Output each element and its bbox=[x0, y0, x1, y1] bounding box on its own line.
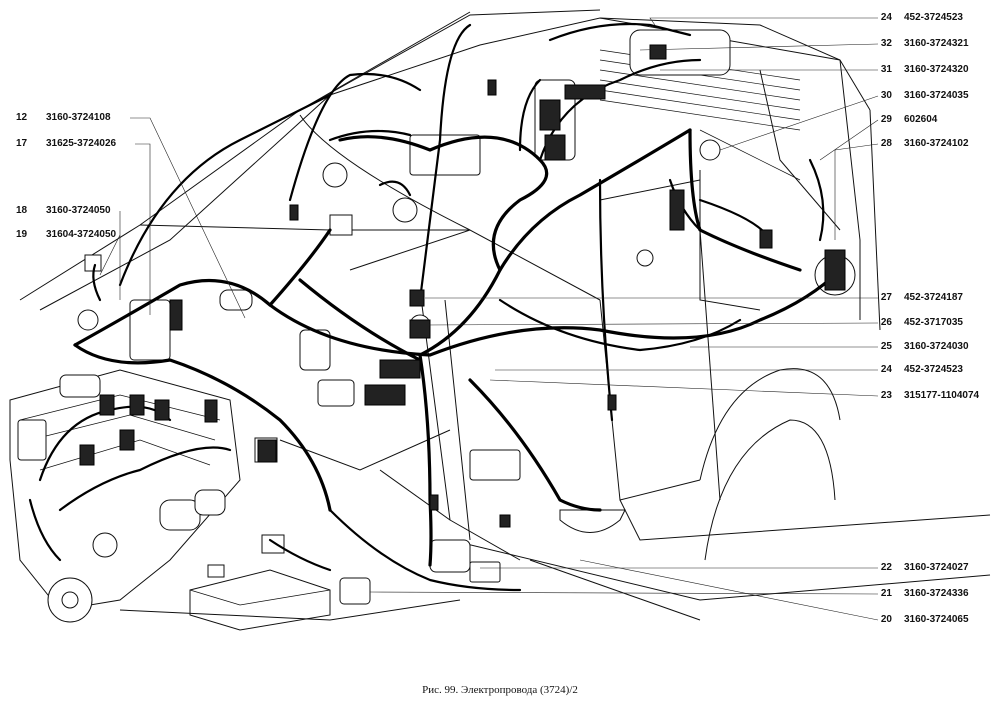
callout-number: 18 bbox=[16, 205, 28, 216]
part-number: 3160-3724050 bbox=[46, 205, 111, 216]
callout-22: 22 3160-3724027 bbox=[870, 561, 969, 575]
callout-24-lower: 24 452-3724523 bbox=[870, 363, 963, 377]
part-number: 3160-3724108 bbox=[46, 112, 111, 123]
callout-20: 20 3160-3724065 bbox=[870, 613, 969, 627]
part-number: 3160-3724065 bbox=[904, 614, 969, 625]
callout-number: 21 bbox=[880, 588, 892, 599]
callout-number: 17 bbox=[16, 138, 28, 149]
callout-31: 31 3160-3724320 bbox=[870, 63, 969, 77]
callout-number: 32 bbox=[880, 38, 892, 49]
callout-25: 25 3160-3724030 bbox=[870, 340, 969, 354]
callout-18: 18 3160-3724050 bbox=[16, 204, 111, 218]
callout-28: 28 3160-3724102 bbox=[870, 137, 969, 151]
part-number: 452-3724523 bbox=[904, 364, 963, 375]
callout-number: 20 bbox=[880, 614, 892, 625]
callout-23: 23 315177-1104074 bbox=[870, 389, 979, 403]
part-number: 3160-3724320 bbox=[904, 64, 969, 75]
part-number: 31604-3724050 bbox=[46, 229, 117, 240]
callout-number: 24 bbox=[880, 364, 892, 375]
callout-29: 29 602604 bbox=[870, 113, 938, 127]
callout-32: 32 3160-3724321 bbox=[870, 37, 969, 51]
part-number: 602604 bbox=[904, 114, 938, 125]
part-number: 3160-3724035 bbox=[904, 90, 969, 101]
callout-26: 26 452-3717035 bbox=[870, 316, 963, 330]
callout-leader-lines bbox=[99, 17, 879, 621]
wire-harness bbox=[28, 22, 842, 592]
part-number: 3160-3724102 bbox=[904, 138, 969, 149]
part-number: 3160-3724030 bbox=[904, 341, 969, 352]
callout-24-top: 24 452-3724523 bbox=[870, 11, 963, 25]
callout-19: 19 31604-3724050 bbox=[16, 228, 116, 242]
part-number: 3160-3724321 bbox=[904, 38, 969, 49]
part-number: 31625-3724026 bbox=[46, 138, 117, 149]
vehicle-body-outline bbox=[19, 9, 991, 621]
part-number: 452-3717035 bbox=[904, 317, 963, 328]
callout-21: 21 3160-3724336 bbox=[870, 587, 969, 601]
engine-assembly bbox=[9, 299, 241, 623]
part-number: 452-3724523 bbox=[904, 12, 963, 23]
callout-number: 19 bbox=[16, 229, 28, 240]
callout-number: 24 bbox=[880, 12, 892, 23]
callout-number: 23 bbox=[880, 390, 892, 401]
callout-30: 30 3160-3724035 bbox=[870, 89, 969, 103]
figure-caption: Рис. 99. Электропровода (3724)/2 bbox=[422, 684, 578, 696]
callout-number: 31 bbox=[880, 64, 892, 75]
callout-12: 12 3160-3724108 bbox=[16, 111, 111, 125]
callout-number: 25 bbox=[880, 341, 892, 352]
callout-number: 12 bbox=[16, 112, 28, 123]
part-number: 3160-3724027 bbox=[904, 562, 969, 573]
callout-number: 22 bbox=[880, 562, 892, 573]
callout-number: 26 bbox=[880, 317, 892, 328]
callout-27: 27 452-3724187 bbox=[870, 291, 963, 305]
harness-connectors bbox=[79, 44, 846, 528]
callout-number: 27 bbox=[880, 292, 892, 303]
part-number: 452-3724187 bbox=[904, 292, 963, 303]
callout-17: 17 31625-3724026 bbox=[16, 137, 116, 151]
callout-number: 29 bbox=[880, 114, 892, 125]
callout-number: 28 bbox=[880, 138, 892, 149]
part-number: 315177-1104074 bbox=[904, 390, 980, 401]
callout-number: 30 bbox=[880, 90, 892, 101]
part-number: 3160-3724336 bbox=[904, 588, 969, 599]
